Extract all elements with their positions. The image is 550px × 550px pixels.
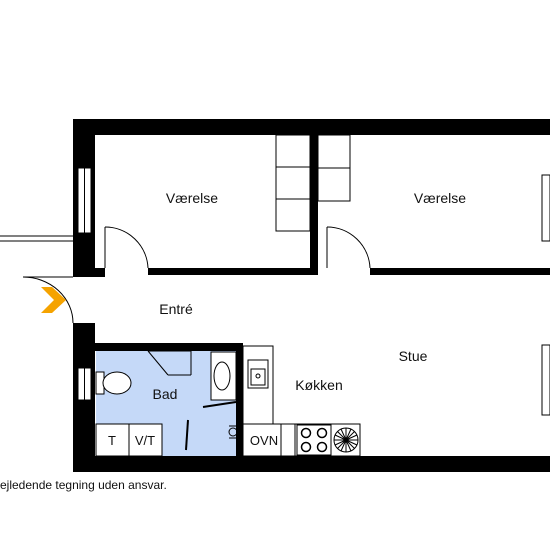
room-label-entry: Entré [159, 301, 193, 317]
laundry-units [95, 423, 163, 457]
room-label-left-bedroom: Værelse [166, 190, 218, 206]
kitchen-counter [242, 345, 361, 457]
range-hood-fan-icon [333, 427, 359, 453]
exterior-walls [73, 119, 550, 472]
room-label-living: Stue [399, 348, 428, 364]
closets [275, 134, 351, 232]
entrance-arrow-icon [41, 287, 66, 313]
windows [77, 167, 550, 416]
toilet-label: T [108, 433, 116, 448]
door-swings [104, 226, 371, 451]
room-label-right-bedroom: Værelse [414, 190, 466, 206]
room-label-bath: Bad [153, 386, 178, 402]
washer-dryer-label: V/T [135, 433, 155, 448]
interior-walls [95, 135, 550, 456]
toilet-icon [95, 371, 132, 395]
kitchen-sink-icon [247, 359, 269, 389]
oven-label: OVN [250, 433, 278, 448]
room-label-kitchen: Køkken [295, 377, 342, 393]
shower-icon [228, 425, 238, 439]
entrance-door [0, 235, 74, 324]
disclaimer-text: ejledende tegning uden ansvar. [0, 478, 167, 492]
sink-icon [210, 351, 237, 401]
stove-icon [296, 424, 332, 456]
